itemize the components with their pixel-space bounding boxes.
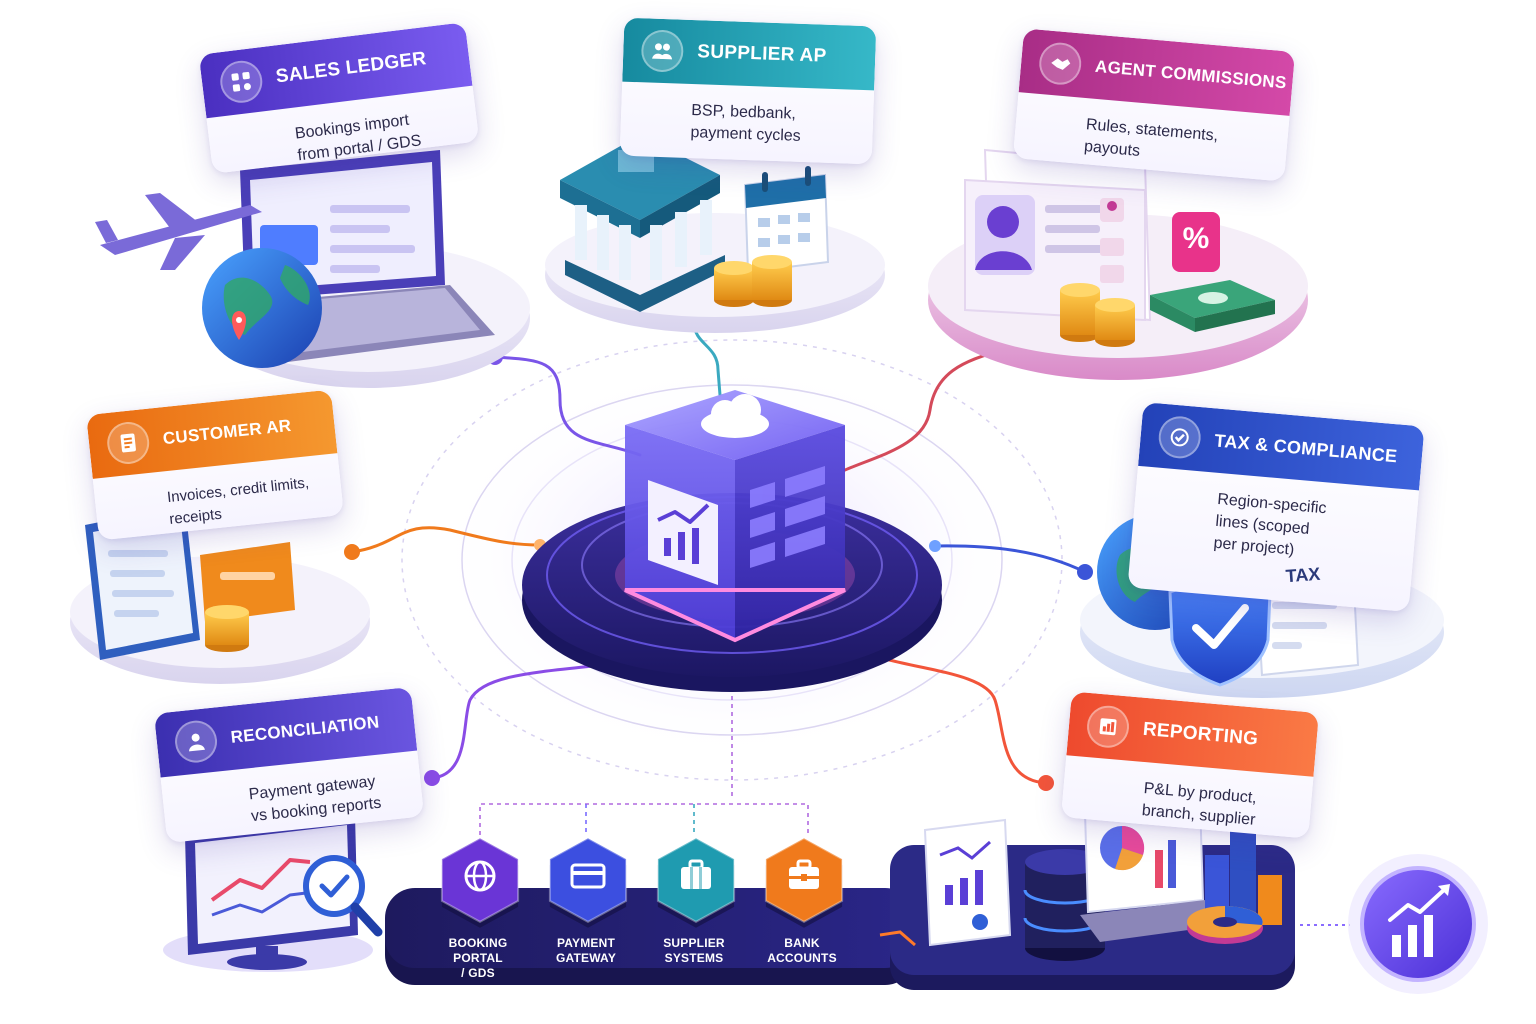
calendar-icon <box>743 166 830 274</box>
reconciliation-header: RECONCILIATION <box>153 686 418 778</box>
module-description: Payment gateway vs booking reports <box>248 773 383 826</box>
customer-ar-header: CUSTOMER AR <box>86 389 338 479</box>
source-hexagon-1 <box>440 837 520 928</box>
shield-check-icon <box>1168 573 1272 687</box>
reconcile-icon <box>172 718 220 765</box>
cash-stack-icon <box>1150 280 1275 332</box>
source-feed-lines <box>479 680 809 835</box>
supplier-ap-header: SUPPLIER AP <box>622 17 877 91</box>
coin-stack-icon <box>714 255 792 307</box>
source-label-payment-gateway: PAYMENT GATEWAY <box>555 936 617 965</box>
customer-ar-card: CUSTOMER AR Invoices, credit limits, rec… <box>86 389 344 541</box>
compliance-icon <box>1156 414 1203 461</box>
module-title: SALES LEDGER <box>274 48 428 88</box>
module-description: Rules, statements, payouts <box>1083 116 1219 160</box>
agent-commissions-header: AGENT COMMISSIONS <box>1018 28 1296 116</box>
central-hub <box>522 390 942 692</box>
sales-ledger-card: SALES LEDGER Bookings import from portal… <box>198 22 480 174</box>
agent-commissions-card: AGENT COMMISSIONS Rules, statements, pay… <box>1012 28 1296 182</box>
growth-chart-badge <box>1348 854 1488 994</box>
module-title: RECONCILIATION <box>229 712 381 747</box>
clipboard-invoice-illustration <box>85 505 200 660</box>
grid-icon <box>217 58 265 106</box>
people-icon <box>640 29 685 73</box>
source-label-supplier-systems: SUPPLIER SYSTEMS <box>663 936 725 965</box>
module-title: CUSTOMER AR <box>161 415 293 449</box>
bank-case-icon <box>789 859 819 889</box>
percent-badge-icon <box>1172 212 1220 272</box>
reporting-card: REPORTING P&L by product, branch, suppli… <box>1060 691 1320 839</box>
supplier-ap-card: SUPPLIER AP BSP, bedbank, payment cycles <box>619 17 877 165</box>
source-hexagon-2 <box>548 837 628 928</box>
globe-icon <box>464 860 496 892</box>
source-hexagon-4 <box>764 837 844 928</box>
bank-building-illustration <box>560 135 725 312</box>
report-icon <box>1085 703 1131 750</box>
reporting-header: REPORTING <box>1066 691 1320 777</box>
server-rack-icon <box>750 466 825 568</box>
sales-ledger-header: SALES LEDGER <box>198 22 473 119</box>
source-hexagon-3 <box>656 837 736 928</box>
coin-stack-commission-icon <box>1060 283 1135 347</box>
handshake-icon <box>1037 40 1083 87</box>
globe-pin-illustration <box>202 248 322 368</box>
module-title: TAX & COMPLIANCE <box>1213 429 1399 466</box>
tax-compliance-header: TAX & COMPLIANCE <box>1138 402 1425 491</box>
donut-chart-icon <box>1187 906 1263 944</box>
airplane-icon <box>95 193 262 270</box>
module-title: REPORTING <box>1142 718 1260 750</box>
source-label-bank-accounts: BANK ACCOUNTS <box>767 936 837 965</box>
agent-statement-illustration <box>964 148 1152 322</box>
module-description: BSP, bedbank, payment cycles <box>690 102 802 145</box>
briefcase-icon <box>681 859 711 889</box>
laptop-piechart-illustration <box>1080 798 1225 942</box>
payment-card-icon <box>200 542 295 622</box>
source-hexagons <box>440 837 844 928</box>
invoice-icon <box>105 419 152 467</box>
percent-label: % <box>1182 222 1210 255</box>
analytics-chart-icon <box>648 480 718 585</box>
cloud-icon <box>701 394 769 438</box>
module-title: AGENT COMMISSIONS <box>1094 56 1288 93</box>
module-title: SUPPLIER AP <box>696 41 827 67</box>
connector-lines <box>350 320 1087 785</box>
coin-stack-ar-icon <box>205 605 249 652</box>
card-icon <box>570 863 606 889</box>
magnifier-check-icon <box>303 855 383 937</box>
source-label-booking-portal: BOOKING PORTAL / GDS <box>448 936 508 980</box>
data-source-strip <box>385 888 915 985</box>
monitor-chart-illustration <box>163 815 373 972</box>
module-description: Region-specific lines (scoped per projec… <box>1212 490 1328 559</box>
report-document-icon <box>923 818 1012 947</box>
tax-compliance-card: TAX & COMPLIANCE Region-specific lines (… <box>1127 402 1425 612</box>
reconciliation-card: RECONCILIATION Payment gateway vs bookin… <box>153 686 425 844</box>
